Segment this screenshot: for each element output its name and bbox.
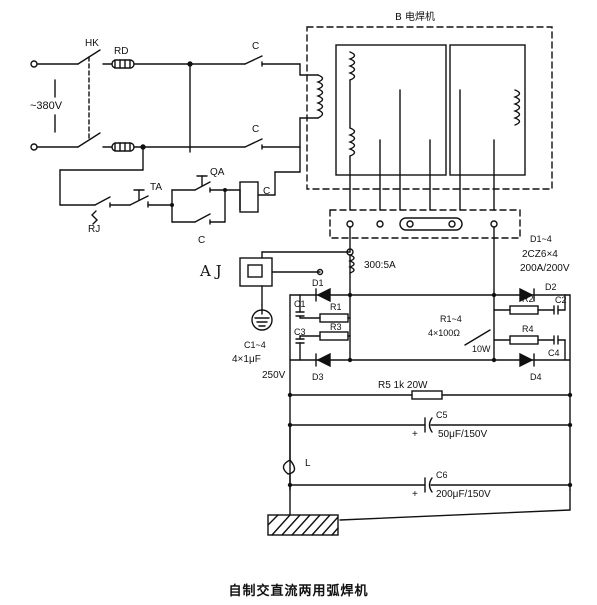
label-shunt: 300:5A xyxy=(364,260,396,271)
bridge-rectifier xyxy=(289,287,571,491)
label-c5-spec: 50μF/150V xyxy=(438,429,487,440)
diode-d2 xyxy=(519,287,535,303)
contactor-coil xyxy=(239,181,259,213)
input-terminal-bottom xyxy=(30,143,38,151)
label-welder: B 电焊机 xyxy=(395,10,435,23)
output-ac xyxy=(239,248,355,331)
mains-input xyxy=(30,49,319,153)
label-rj: RJ xyxy=(88,224,100,235)
label-inductor: L xyxy=(305,458,311,469)
label-d2: D2 xyxy=(545,282,557,292)
label-c-top: C xyxy=(252,41,259,52)
label-r3: R3 xyxy=(330,322,342,332)
label-aj: A J xyxy=(199,262,222,280)
resistor-r5 xyxy=(411,390,443,400)
label-d3: D3 xyxy=(312,372,324,382)
label-r14-spec: 4×100Ω xyxy=(428,328,460,338)
label-r5: R5 1k 20W xyxy=(378,380,428,391)
label-plus-c5: + xyxy=(412,429,418,440)
snubber-r1-c1 xyxy=(295,294,351,323)
label-c4: C4 xyxy=(548,348,560,358)
label-r14: R1~4 xyxy=(440,314,462,324)
rd-fuse xyxy=(111,59,135,152)
hold-contact xyxy=(171,189,226,225)
label-hk: HK xyxy=(85,38,99,49)
terminal-board xyxy=(329,209,521,296)
reactor-coil xyxy=(513,89,521,126)
label-diode-spec: 2CZ6×4 xyxy=(522,249,558,260)
label-r14-power: 10W xyxy=(472,344,491,354)
diode-d1 xyxy=(315,287,331,303)
label-c6-spec: 200μF/150V xyxy=(436,489,491,500)
label-r1: R1 xyxy=(330,302,342,312)
label-d14: D1~4 xyxy=(530,234,552,244)
hk-switch xyxy=(77,49,113,148)
snubber-r3-c3 xyxy=(295,331,351,361)
snubber-r4-c4 xyxy=(493,335,566,361)
dc-filter xyxy=(282,390,571,521)
label-qa: QA xyxy=(210,167,225,178)
workpiece xyxy=(267,514,339,536)
label-c14-volt: 250V xyxy=(262,370,286,381)
label-c14: C1~4 xyxy=(244,340,266,350)
label-c1: C1 xyxy=(294,299,306,309)
diagram-title: 自制交直流两用弧焊机 xyxy=(228,584,369,599)
rj-contact xyxy=(91,196,111,225)
primary-coil xyxy=(316,74,324,119)
label-c5: C5 xyxy=(436,410,448,420)
qa-button xyxy=(171,175,226,206)
diode-d3 xyxy=(315,352,331,368)
core-right xyxy=(449,44,526,176)
label-d1: D1 xyxy=(312,278,324,288)
label-c14-spec: 4×1μF xyxy=(232,354,261,365)
label-c6: C6 xyxy=(436,470,448,480)
label-c3: C3 xyxy=(294,327,306,337)
label-rd: RD xyxy=(114,46,128,57)
label-d4: D4 xyxy=(530,372,542,382)
core-left xyxy=(335,44,447,176)
label-c-mid: C xyxy=(252,124,259,135)
label-diode-rating: 200A/200V xyxy=(520,263,570,274)
ta-button xyxy=(129,189,149,208)
label-ta: TA xyxy=(150,182,162,193)
label-voltage: ~380V xyxy=(30,100,63,112)
welder-transformer xyxy=(306,26,553,211)
inductor-l xyxy=(282,459,296,475)
label-r4: R4 xyxy=(522,324,534,334)
input-terminal-top xyxy=(30,60,38,68)
label-r2: R2 xyxy=(522,294,534,304)
diode-d4 xyxy=(519,352,535,368)
label-c-small: C xyxy=(198,235,205,246)
shunt-coil xyxy=(348,254,355,274)
secondary-coil-2 xyxy=(348,127,356,157)
secondary-coil-1 xyxy=(348,51,356,81)
contactor-main-contacts xyxy=(244,55,301,150)
ammeter-aj xyxy=(239,257,273,287)
control-circuit xyxy=(59,146,301,225)
label-c-coil: C xyxy=(263,186,270,197)
label-c2: C2 xyxy=(555,295,567,305)
snubber-r2-c2 xyxy=(493,294,566,315)
label-plus-c6: + xyxy=(412,489,418,500)
